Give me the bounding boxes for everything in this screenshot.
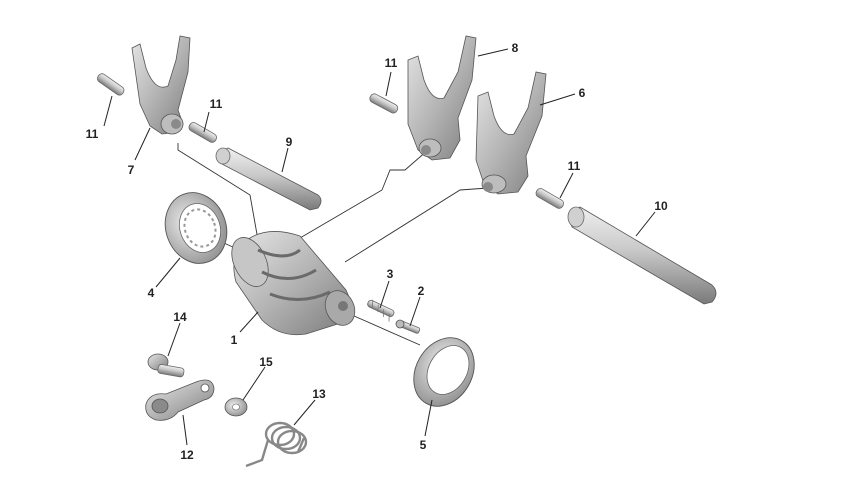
callout-11-middle-left: 11 [210,97,223,111]
callout-3: 3 [387,267,394,281]
callout-8: 8 [512,41,519,55]
shift-drum [231,231,356,336]
callout-labels: 1 2 3 4 5 6 7 8 9 10 11 11 11 11 12 13 1… [86,41,668,462]
callout-5: 5 [420,438,427,452]
callout-10: 10 [654,199,668,213]
pin-right [535,188,564,209]
threaded-pin [367,299,395,322]
callout-13: 13 [312,387,326,401]
shift-fork-left [131,35,191,135]
pin-left [97,73,125,96]
pivot-bolt [147,353,185,378]
shift-fork-shaft-short [215,147,322,211]
screw [395,319,421,334]
washer [224,397,248,417]
callout-11-top-center: 11 [385,56,398,70]
shift-fork-shaft-long [567,206,717,305]
pin-top-center [369,93,399,114]
callout-11-right: 11 [568,159,581,173]
pin-middle-left [188,122,217,143]
shift-fork-right [475,71,547,195]
callout-9: 9 [286,135,293,149]
callout-6: 6 [579,86,586,100]
callout-7: 7 [128,163,135,177]
stopper-lever [145,379,215,421]
callout-2: 2 [418,284,425,298]
bearing-right [413,337,475,407]
callout-12: 12 [180,448,194,462]
callout-14: 14 [173,310,187,324]
callout-15: 15 [259,355,273,369]
bearing-left [164,192,228,264]
callout-1: 1 [231,333,238,347]
shift-fork-center [407,35,477,161]
callout-4: 4 [148,286,155,300]
callout-11-left: 11 [86,127,99,141]
torsion-spring [245,421,308,468]
leader-lines [103,48,656,446]
